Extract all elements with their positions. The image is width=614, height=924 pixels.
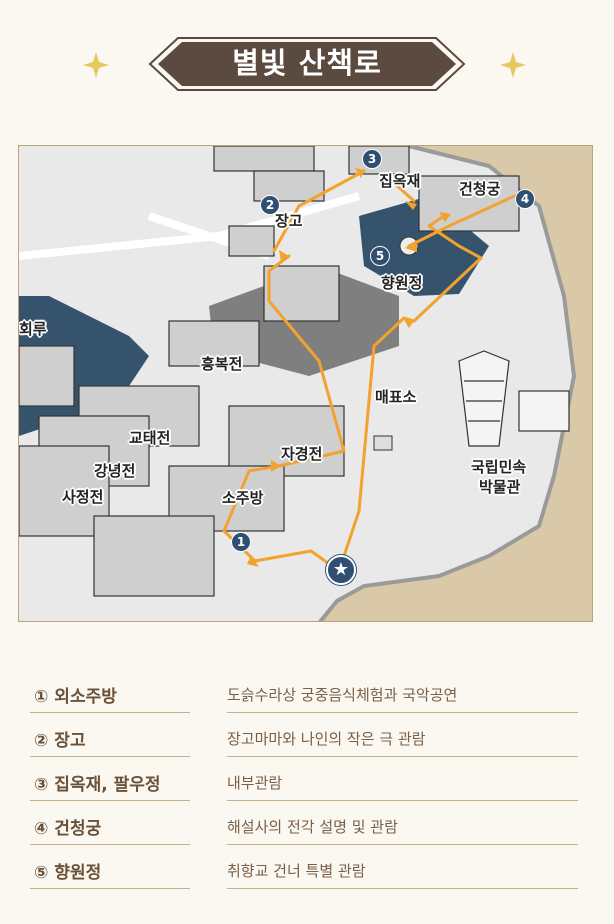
marker-3[interactable]: 3 bbox=[362, 149, 382, 169]
divider bbox=[227, 712, 578, 713]
label-jibokjae: 집옥재 bbox=[379, 172, 421, 190]
legend-name: ② 장고 bbox=[34, 731, 86, 751]
legend-desc: 취향교 건너 특별 관람 bbox=[227, 862, 366, 880]
legend-row: ② 장고 장고마마와 나인의 작은 극 관람 bbox=[30, 716, 578, 760]
sparkle-icon-left bbox=[83, 52, 109, 78]
divider bbox=[227, 844, 578, 845]
legend-desc: 도슭수라상 궁중음식체험과 국악공연 bbox=[227, 686, 458, 704]
palace-map: 장고 집옥재 건청궁 향원정 흥복전 매표소 교태전 자경전 강녕전 사정전 소… bbox=[18, 145, 593, 622]
sparkle-icon-right bbox=[500, 52, 526, 78]
page-title: 별빛 산책로 bbox=[232, 46, 382, 80]
divider bbox=[30, 888, 190, 889]
map-drawing bbox=[19, 146, 592, 621]
label-sojubang: 소주방 bbox=[222, 489, 264, 507]
route-arrows bbox=[247, 168, 451, 580]
label-geoncheonggung: 건청궁 bbox=[459, 180, 501, 198]
title-banner: 별빛 산책로 bbox=[0, 0, 614, 120]
label-janggo: 장고 bbox=[275, 212, 303, 230]
label-sajeongjeon: 사정전 bbox=[62, 488, 104, 506]
museum-building bbox=[458, 350, 570, 447]
marker-5[interactable]: 5 bbox=[370, 246, 390, 266]
legend-desc: 내부관람 bbox=[227, 774, 283, 792]
marker-2[interactable]: 2 bbox=[260, 195, 280, 215]
star-icon[interactable]: ★ bbox=[326, 555, 356, 585]
label-hyangwonjeong: 향원정 bbox=[381, 274, 423, 292]
marker-4[interactable]: 4 bbox=[515, 189, 535, 209]
legend-row: ③ 집옥재, 팔우정 내부관람 bbox=[30, 760, 578, 804]
marker-1[interactable]: 1 bbox=[231, 532, 251, 552]
legend-desc: 해설사의 전각 설명 및 관람 bbox=[227, 818, 398, 836]
legend-name: ④ 건청궁 bbox=[34, 819, 102, 839]
small-pavilion bbox=[373, 435, 393, 451]
legend: ① 외소주방 도슭수라상 궁중음식체험과 국악공연 ② 장고 장고마마와 나인의… bbox=[30, 672, 578, 892]
legend-row: ⑤ 향원정 취향교 건너 특별 관람 bbox=[30, 848, 578, 892]
divider bbox=[227, 756, 578, 757]
legend-name: ③ 집옥재, 팔우정 bbox=[34, 775, 161, 795]
banner-graphic bbox=[83, 37, 526, 91]
legend-name: ⑤ 향원정 bbox=[34, 863, 102, 883]
label-gyotaejeon: 교태전 bbox=[129, 429, 171, 447]
legend-row: ① 외소주방 도슭수라상 궁중음식체험과 국악공연 bbox=[30, 672, 578, 716]
divider bbox=[227, 800, 578, 801]
label-maepyoso: 매표소 bbox=[375, 388, 417, 406]
legend-name: ① 외소주방 bbox=[34, 687, 117, 707]
label-heungbokjeon: 흥복전 bbox=[201, 355, 243, 373]
divider bbox=[30, 844, 190, 845]
label-jagyeongjeon: 자경전 bbox=[281, 445, 323, 463]
divider bbox=[30, 756, 190, 757]
label-hoeru: 회루 bbox=[19, 320, 47, 338]
label-museum-2: 박물관 bbox=[479, 478, 521, 496]
legend-desc: 장고마마와 나인의 작은 극 관람 bbox=[227, 730, 426, 748]
buildings bbox=[19, 146, 520, 597]
label-gangnyeongjeon: 강녕전 bbox=[94, 462, 136, 480]
divider bbox=[227, 888, 578, 889]
outer-ground bbox=[320, 146, 592, 621]
divider bbox=[30, 800, 190, 801]
route-path bbox=[222, 169, 521, 573]
label-museum-1: 국립민속 bbox=[471, 458, 527, 476]
divider bbox=[30, 712, 190, 713]
legend-row: ④ 건청궁 해설사의 전각 설명 및 관람 bbox=[30, 804, 578, 848]
